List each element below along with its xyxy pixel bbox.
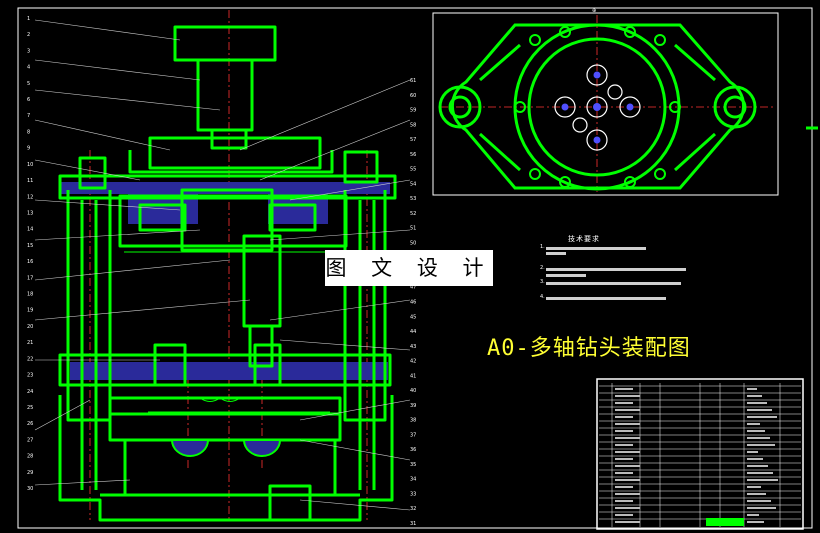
part-number-label: 13 <box>27 211 33 217</box>
drawing-frame <box>17 7 813 529</box>
part-number-label: 6 <box>27 97 30 103</box>
part-number-label: 19 <box>27 308 33 314</box>
part-number-label: 58 <box>410 122 416 128</box>
part-number-label: 37 <box>410 432 416 438</box>
part-number-label: 40 <box>410 388 416 394</box>
part-number-label: 25 <box>27 405 33 411</box>
part-number-label: 44 <box>410 329 416 335</box>
part-number-label: 60 <box>410 93 416 99</box>
parts-list-table <box>596 378 804 530</box>
part-number-label: 61 <box>410 78 416 84</box>
part-number-label: 36 <box>410 447 416 453</box>
part-number-label: 52 <box>410 211 416 217</box>
tech-note-3: 3. <box>540 279 545 285</box>
part-number-label: 47 <box>410 285 416 291</box>
top-plan-view: ⊕ <box>432 8 779 196</box>
part-number-label: 51 <box>410 226 416 232</box>
part-number-column-left: 1234567891011121314151617181920212223242… <box>27 16 33 492</box>
part-number-label: 53 <box>410 196 416 202</box>
part-number-label: 28 <box>27 454 33 460</box>
part-number-label: 34 <box>410 477 416 483</box>
part-number-label: 1 <box>27 16 30 22</box>
part-number-label: 11 <box>27 178 33 184</box>
part-number-label: 43 <box>410 344 416 350</box>
part-number-label: 55 <box>410 167 416 173</box>
part-number-label: 46 <box>410 300 416 306</box>
front-section-view: 1234567891011121314151617181920212223242… <box>27 10 416 527</box>
part-number-label: 23 <box>27 373 33 379</box>
part-number-label: 8 <box>27 129 30 135</box>
part-number-label: 9 <box>27 146 30 152</box>
part-number-label: 3 <box>27 48 30 54</box>
part-number-label: 26 <box>27 421 33 427</box>
drawing-title: A0-多轴钻头装配图 <box>487 336 691 361</box>
part-number-label: 35 <box>410 462 416 468</box>
part-number-label: 33 <box>410 492 416 498</box>
part-number-label: 42 <box>410 359 416 365</box>
part-number-label: 14 <box>27 227 33 233</box>
part-number-label: 2 <box>27 32 30 38</box>
tech-note-4: 4. <box>540 294 545 300</box>
part-number-label: 57 <box>410 137 416 143</box>
technical-notes-block <box>546 247 686 300</box>
part-number-label: 7 <box>27 113 30 119</box>
part-number-label: 20 <box>27 324 33 330</box>
part-number-label: 29 <box>27 470 33 476</box>
part-number-label: 41 <box>410 373 416 379</box>
part-number-label: 22 <box>27 356 33 362</box>
svg-text:⊕: ⊕ <box>592 8 596 14</box>
part-number-label: 18 <box>27 292 33 298</box>
part-number-label: 12 <box>27 194 33 200</box>
part-number-label: 21 <box>27 340 33 346</box>
part-number-label: 4 <box>27 65 30 71</box>
part-number-label: 27 <box>27 437 33 443</box>
part-number-label: 5 <box>27 81 30 87</box>
part-number-label: 50 <box>410 240 416 246</box>
part-number-label: 32 <box>410 506 416 512</box>
part-number-label: 16 <box>27 259 33 265</box>
part-number-label: 24 <box>27 389 33 395</box>
part-number-label: 17 <box>27 275 33 281</box>
part-number-label: 59 <box>410 108 416 114</box>
tech-requirements-heading: 技术要求 <box>568 235 600 243</box>
tech-note-1: 1. <box>540 244 545 250</box>
part-number-label: 30 <box>27 486 33 492</box>
part-number-column-right: 6160595857565554535251504948474645444342… <box>410 78 416 527</box>
part-number-label: 10 <box>27 162 33 168</box>
tech-note-2: 2. <box>540 265 545 271</box>
part-number-label: 45 <box>410 314 416 320</box>
part-number-label: 56 <box>410 152 416 158</box>
part-number-label: 15 <box>27 243 33 249</box>
part-number-label: 31 <box>410 521 416 527</box>
part-number-label: 54 <box>410 181 416 187</box>
watermark-banner: 图 文 设 计 <box>325 250 493 286</box>
part-number-label: 38 <box>410 418 416 424</box>
part-number-label: 39 <box>410 403 416 409</box>
